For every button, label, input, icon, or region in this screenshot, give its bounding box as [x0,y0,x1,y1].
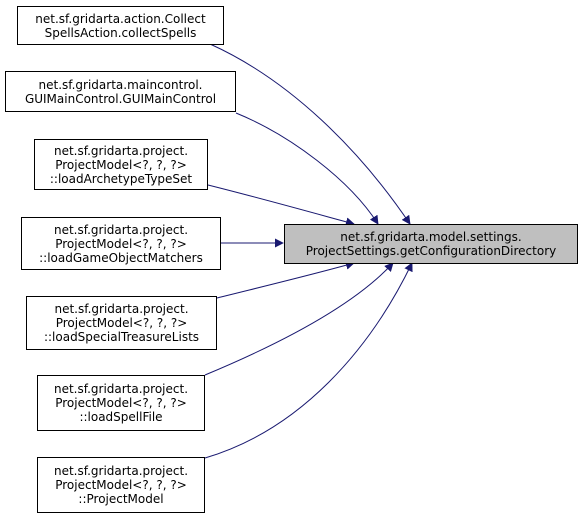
node-label-line: ProjectSettings.getConfigurationDirector… [305,244,557,258]
edge-project-model [204,262,413,459]
node-label-line: net.sf.gridarta.project. [54,302,189,316]
caller-node-project-model[interactable]: net.sf.gridarta.project. ProjectModel<?,… [37,457,205,513]
caller-node-load-special-treasure-lists[interactable]: net.sf.gridarta.project. ProjectModel<?,… [26,296,217,350]
node-label-line: GUIMainControl.GUIMainControl [24,91,217,106]
target-node-get-configuration-directory: net.sf.gridarta.model.settings. ProjectS… [284,224,578,264]
node-label-line: net.sf.gridarta.project. [53,382,189,396]
edge-load-special-treasure-lists [216,260,355,299]
edge-gui-main-control [235,112,379,225]
node-label-line: ProjectModel<?, ?, ?> [55,316,188,330]
caller-node-gui-main-control[interactable]: net.sf.gridarta.maincontrol. GUIMainCont… [5,71,236,112]
node-label-line: net.sf.gridarta.project. [53,222,189,237]
caller-node-load-spell-file[interactable]: net.sf.gridarta.project. ProjectModel<?,… [37,375,205,431]
node-label-line: net.sf.gridarta.model.settings. [340,230,522,244]
node-label-line: ProjectModel<?, ?, ?> [55,396,187,410]
node-label-line: ::loadArchetypeTypeSet [49,171,193,186]
node-label-line: SpellsAction.collectSpells [44,25,197,40]
node-label-line: ::ProjectModel [78,492,164,506]
node-label-line: net.sf.gridarta.action.Collect [35,11,206,26]
caller-node-collect-spells[interactable]: net.sf.gridarta.action.Collect SpellsAct… [17,6,224,45]
edge-load-archetype-type-set [207,184,355,227]
node-label-line: net.sf.gridarta.maincontrol. [38,77,203,92]
node-label-line: ::loadSpecialTreasureLists [43,330,200,344]
node-label-line: net.sf.gridarta.project. [53,143,189,158]
caller-node-load-game-object-matchers[interactable]: net.sf.gridarta.project. ProjectModel<?,… [21,217,221,270]
node-label-line: ::loadSpellFile [79,410,163,424]
edge-collect-spells [209,43,411,225]
node-label-line: ::loadGameObjectMatchers [39,250,203,265]
node-label-line: ProjectModel<?, ?, ?> [55,478,187,492]
node-label-line: ProjectModel<?, ?, ?> [55,157,187,172]
node-label-line: ProjectModel<?, ?, ?> [55,236,187,251]
caller-node-load-archetype-type-set[interactable]: net.sf.gridarta.project. ProjectModel<?,… [34,139,208,190]
edge-load-spell-file [204,262,394,376]
node-label-line: net.sf.gridarta.project. [53,464,189,478]
